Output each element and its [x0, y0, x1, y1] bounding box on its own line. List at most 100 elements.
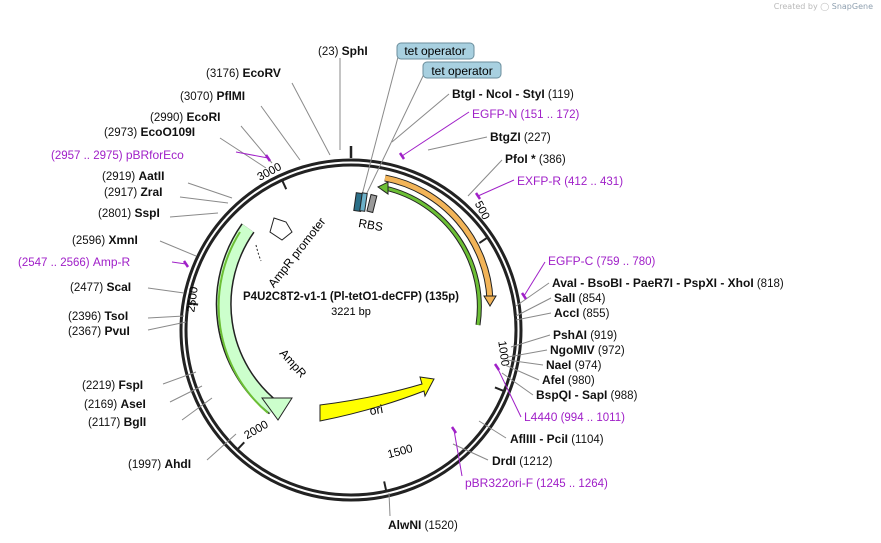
enzyme-name: AhdI [164, 457, 191, 471]
enzyme-label-naei: NaeI (974) [546, 358, 602, 372]
enzyme-label-bgli: (2117) BglI [88, 415, 146, 429]
primer-site-mark [493, 363, 501, 371]
enzyme-leader-asei [169, 385, 203, 403]
enzyme-name: PflMI [216, 89, 245, 103]
enzyme-leader-pfmli [260, 105, 301, 161]
enzyme-name: AccI [554, 306, 579, 320]
enzyme-leader-naei [506, 359, 544, 366]
enzyme-leader-sali [515, 297, 552, 317]
primer-leader-pbr322ori-f [453, 429, 463, 477]
enzyme-position: (2801) [98, 208, 134, 220]
enzyme-label-pshai: PshAI (919) [553, 328, 617, 342]
enzyme-name: EcoRV [242, 66, 280, 80]
enzyme-name: PaeR7I [633, 276, 673, 290]
enzyme-position: (2919) [102, 171, 138, 183]
tet-operator-text-1: tet operator [404, 44, 465, 58]
enzyme-label-ecori: (2990) EcoRI [150, 110, 220, 124]
ampr-arrow-head [261, 397, 293, 421]
enzyme-name: TsoI [104, 309, 128, 323]
primer-site-mark [474, 192, 482, 200]
enzyme-label-btgzi: BtgZI (227) [490, 130, 551, 144]
leader-lines [147, 56, 552, 517]
tet-operator-label-1: tet operator [396, 42, 475, 60]
enzyme-leader-pvui [147, 321, 187, 331]
backbone-inner-ring [184, 163, 518, 497]
tick-mark [494, 386, 505, 393]
enzyme-name: DrdI [492, 454, 516, 468]
enzyme-position: (855) [579, 308, 609, 320]
enzyme-name: PshAI [553, 328, 587, 342]
primer-site-mark [450, 426, 458, 434]
enzyme-name: PciI [547, 432, 568, 446]
enzyme-separator: - [717, 276, 728, 290]
enzyme-separator: - [622, 276, 633, 290]
enzyme-position: (2477) [70, 282, 106, 294]
primer-range: (412 .. 431) [561, 176, 623, 188]
enzyme-leader-scai [147, 287, 185, 294]
primer-site-mark [398, 152, 406, 160]
enzyme-name: NcoI [486, 87, 512, 101]
enzyme-label-fspi: (2219) FspI [82, 378, 143, 392]
tick-label: 1000 [495, 340, 510, 367]
enzyme-separator: - [577, 276, 588, 290]
enzyme-leader-avai-group [515, 282, 550, 307]
primer-range: (759 .. 780) [593, 256, 655, 268]
enzyme-name: AatII [138, 169, 164, 183]
enzyme-label-ahdi: (1997) AhdI [128, 457, 191, 471]
enzyme-name: BsoBI [588, 276, 623, 290]
tetR-arrow-head [377, 181, 389, 195]
enzyme-position: (1520) [421, 520, 458, 532]
enzyme-name: NgoMIV [550, 343, 595, 357]
enzyme-leader-ngomiv [507, 349, 548, 358]
enzyme-name: ScaI [106, 280, 131, 294]
enzyme-label-ecoo109i: (2973) EcoO109I [104, 125, 195, 139]
primer-name: L4440 [524, 410, 558, 424]
primer-leader-pbrforeco [235, 151, 269, 159]
enzyme-name: AvaI [552, 276, 577, 290]
tetR-arrow-outline [384, 185, 482, 326]
tick-mark [236, 441, 245, 451]
enzyme-leader-acci [515, 312, 552, 321]
primer-label-egfp-c: EGFP-C (759 .. 780) [548, 254, 656, 268]
enzyme-label-zrai: (2917) ZraI [104, 185, 162, 199]
enzyme-label-pfmli: (3070) PflMI [180, 89, 245, 103]
tet-operator-box-2 [422, 61, 502, 79]
enzyme-separator: - [571, 388, 582, 402]
enzyme-position: (854) [575, 293, 605, 305]
tetR-arrow-body [384, 186, 481, 326]
enzyme-label-avai-group: AvaI - BsoBI - PaeR7I - PspXI - XhoI (81… [552, 276, 784, 290]
ampr-arrow-body [217, 224, 279, 414]
enzyme-label-pvui: (2367) PvuI [68, 324, 130, 338]
enzyme-label-xmni: (2596) XmnI [72, 233, 138, 247]
tick-label: 1500 [386, 443, 414, 461]
primer-leader-amp-r [171, 261, 187, 265]
primer-name: pBRforEco [126, 148, 184, 162]
enzyme-leader-alwni [388, 492, 391, 517]
enzyme-label-sali: SalI (854) [554, 291, 606, 305]
enzyme-position: (386) [536, 154, 566, 166]
plasmid-name: P4U2C8T2-v1-1 (Pl-tetO1-deCFP) (135p) [243, 291, 459, 303]
enzyme-leader-bspqi-sapi [501, 372, 534, 396]
tet-operator-label-2: tet operator [422, 61, 502, 79]
enzyme-position: (2973) [104, 127, 140, 139]
enzyme-label-sphi: (23) SphI [318, 44, 368, 58]
enzyme-position: (119) [545, 89, 574, 101]
tick-mark [281, 179, 288, 190]
tick-mark [478, 236, 489, 244]
enzyme-name: EcoO109I [140, 125, 195, 139]
enzyme-leader-fspi [162, 371, 197, 385]
enzyme-position: (980) [565, 375, 595, 387]
enzyme-label-afei: AfeI (980) [542, 373, 595, 387]
ori-arrow [319, 376, 435, 422]
enzyme-position: (3176) [206, 68, 242, 80]
primer-label-exfp-r: EXFP-R (412 .. 431) [517, 174, 623, 188]
enzyme-position: (2367) [68, 326, 104, 338]
enzyme-label-afliii-pcii: AflIII - PciI (1104) [510, 432, 604, 446]
enzyme-name: AflIII [510, 432, 536, 446]
ori-label: ori [369, 402, 385, 418]
primer-name: EGFP-C [548, 254, 594, 268]
enzyme-label-ngomiv: NgoMIV (972) [550, 343, 625, 357]
primer-name: EGFP-N [472, 107, 517, 121]
primer-label-pbrforeco: (2957 .. 2975) pBRforEco [51, 148, 184, 162]
